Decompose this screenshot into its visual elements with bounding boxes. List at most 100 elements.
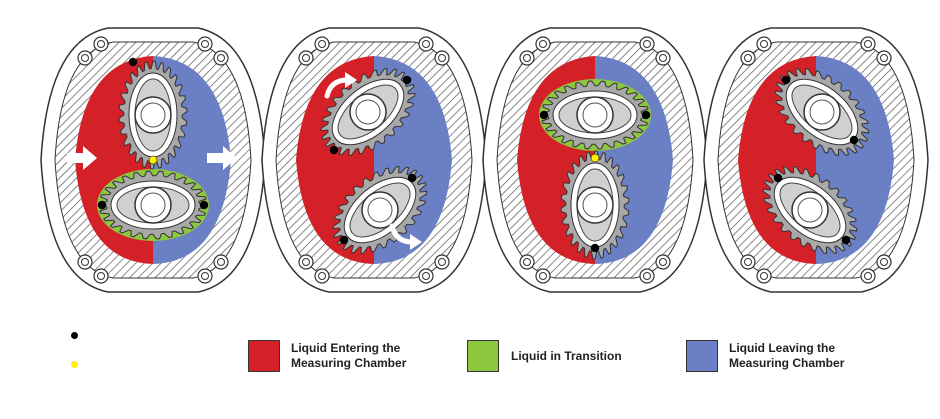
- bolt-inner: [318, 40, 326, 48]
- bolt-icon: [519, 254, 535, 270]
- bolt-icon: [197, 36, 213, 52]
- curved-arrow-head: [410, 234, 422, 250]
- gear-bore: [140, 192, 166, 218]
- black-pivot: [97, 200, 107, 210]
- gear-bore: [140, 102, 166, 128]
- bolt-inner: [217, 54, 225, 62]
- curved-arrow-head: [345, 72, 357, 88]
- black-pivot: [407, 173, 417, 183]
- bolt-inner: [217, 258, 225, 266]
- meter-stage-4: [703, 27, 929, 293]
- black-pivot: [849, 135, 859, 145]
- oval-gear-icon: [332, 166, 428, 254]
- black-pivot: [641, 110, 651, 120]
- black-pivot: [329, 145, 339, 155]
- bolt-icon: [535, 36, 551, 52]
- bolt-inner: [523, 258, 531, 266]
- bolt-icon: [314, 36, 330, 52]
- bolt-inner: [302, 258, 310, 266]
- bolt-inner: [523, 54, 531, 62]
- black-pivot: [402, 75, 412, 85]
- bolt-icon: [756, 268, 772, 284]
- bolt-inner: [864, 40, 872, 48]
- entering-swatch: [248, 340, 280, 372]
- black-pivot: [199, 200, 209, 210]
- bolt-inner: [659, 258, 667, 266]
- bolt-icon: [756, 36, 772, 52]
- black-pivot: [590, 243, 600, 253]
- oval-gear-meter-diagram: [40, 27, 929, 293]
- bolt-inner: [744, 54, 752, 62]
- meter-stage-2: [261, 27, 487, 293]
- bolt-inner: [318, 272, 326, 280]
- bolt-icon: [77, 254, 93, 270]
- bolt-inner: [760, 40, 768, 48]
- bolt-icon: [77, 50, 93, 66]
- bolt-inner: [539, 272, 547, 280]
- leaving-swatch: [686, 340, 718, 372]
- bolt-inner: [422, 272, 430, 280]
- black-pivot: [539, 110, 549, 120]
- bolt-icon: [197, 268, 213, 284]
- bolt-icon: [655, 50, 671, 66]
- bolt-inner: [659, 54, 667, 62]
- oval-gear-icon: [320, 68, 416, 156]
- yellow-pivot: [590, 153, 600, 163]
- bolt-inner: [81, 54, 89, 62]
- bolt-icon: [860, 36, 876, 52]
- black-pivot: [781, 75, 791, 85]
- bolt-icon: [876, 50, 892, 66]
- bolt-inner: [302, 54, 310, 62]
- oval-gear-icon: [540, 80, 650, 150]
- gear-bore: [582, 192, 608, 218]
- bolt-icon: [298, 254, 314, 270]
- bolt-icon: [298, 50, 314, 66]
- bolt-inner: [438, 54, 446, 62]
- bolt-icon: [639, 268, 655, 284]
- bolt-icon: [519, 50, 535, 66]
- bolt-inner: [760, 272, 768, 280]
- bolt-inner: [81, 258, 89, 266]
- gear-bore: [367, 197, 393, 223]
- gear-bore: [582, 102, 608, 128]
- bolt-icon: [740, 50, 756, 66]
- bolt-icon: [418, 36, 434, 52]
- bolt-icon: [213, 50, 229, 66]
- bolt-inner: [422, 40, 430, 48]
- yellow-pivot-dot: [71, 361, 78, 368]
- bolt-icon: [93, 36, 109, 52]
- bolt-inner: [864, 272, 872, 280]
- oval-gear-icon: [560, 150, 630, 260]
- bolt-icon: [418, 268, 434, 284]
- oval-gear-icon: [762, 166, 858, 254]
- gear-bore: [355, 99, 381, 125]
- oval-gear-icon: [118, 60, 188, 170]
- curved-arrow-shaft: [324, 77, 350, 99]
- bolt-inner: [201, 272, 209, 280]
- black-pivot: [841, 235, 851, 245]
- right-arrow-icon: [67, 146, 97, 170]
- bolt-inner: [643, 272, 651, 280]
- bolt-icon: [740, 254, 756, 270]
- bolt-icon: [639, 36, 655, 52]
- curved-arrow-icon: [324, 72, 357, 99]
- bolt-icon: [535, 268, 551, 284]
- bolt-icon: [213, 254, 229, 270]
- gear-bore: [809, 99, 835, 125]
- transition-label: Liquid in Transition: [511, 349, 622, 363]
- bolt-icon: [314, 268, 330, 284]
- bolt-inner: [97, 272, 105, 280]
- bolt-inner: [97, 40, 105, 48]
- meter-stage-3: [482, 27, 708, 293]
- curved-arrow-icon: [389, 223, 422, 250]
- gear-bore: [797, 197, 823, 223]
- yellow-pivot: [148, 155, 158, 165]
- transition-swatch: [467, 340, 499, 372]
- oval-gear-icon: [98, 170, 208, 240]
- bolt-inner: [438, 258, 446, 266]
- bolt-inner: [201, 40, 209, 48]
- meter-stage-1: [40, 27, 266, 293]
- bolt-icon: [655, 254, 671, 270]
- right-arrow-icon: [207, 146, 237, 170]
- entering-label: Liquid Entering the Measuring Chamber: [291, 341, 407, 370]
